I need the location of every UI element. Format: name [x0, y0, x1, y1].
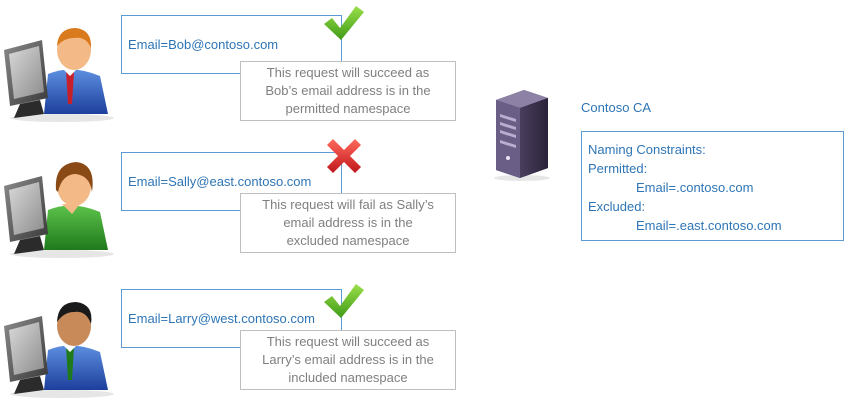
- ca-title: Contoso CA: [581, 100, 652, 115]
- request-result-note: This request will fail as Sally’s email …: [240, 193, 456, 253]
- note-line: Larry’s email address is in the: [262, 352, 434, 367]
- server-icon: [494, 90, 550, 181]
- naming-constraints-box: Naming Constraints: Permitted: Email=.co…: [581, 131, 844, 241]
- red-x-icon: [327, 139, 361, 173]
- permitted-label: Permitted:: [588, 161, 648, 176]
- note-line: included namespace: [288, 370, 408, 385]
- email-label: Email=Bob@contoso.com: [128, 36, 279, 52]
- status-success: [322, 4, 364, 47]
- note-line: permitted namespace: [285, 101, 411, 116]
- permitted-value: Email=.contoso.com: [636, 180, 754, 195]
- status-success: [322, 282, 364, 325]
- constraints-heading: Naming Constraints:: [588, 142, 706, 157]
- note-line: This request will succeed as: [266, 65, 430, 80]
- request-result-note: This request will succeed as Bob’s email…: [240, 61, 456, 121]
- note-line: This request will succeed as: [266, 334, 430, 349]
- user-at-computer-icon: [4, 302, 114, 398]
- email-label: Email=Sally@east.contoso.com: [128, 173, 312, 189]
- request-result-note: This request will succeed as Larry’s ema…: [240, 330, 456, 390]
- user-bob: [0, 14, 118, 127]
- email-label: Email=Larry@west.contoso.com: [128, 310, 315, 326]
- note-line: This request will fail as Sally’s: [262, 197, 434, 212]
- status-fail: [323, 139, 365, 182]
- note-line: email address is in the: [283, 215, 413, 230]
- excluded-label: Excluded:: [588, 199, 646, 214]
- ca-server: [490, 86, 552, 187]
- user-sally: [0, 150, 118, 263]
- note-line: excluded namespace: [286, 233, 410, 248]
- note-line: Bob’s email address is in the: [265, 83, 431, 98]
- green-checkmark-icon: [324, 6, 364, 40]
- green-checkmark-icon: [324, 284, 364, 318]
- user-at-computer-icon: [4, 162, 114, 258]
- user-larry: [0, 290, 118, 403]
- user-at-computer-icon: [4, 28, 114, 122]
- excluded-value: Email=.east.contoso.com: [636, 218, 782, 233]
